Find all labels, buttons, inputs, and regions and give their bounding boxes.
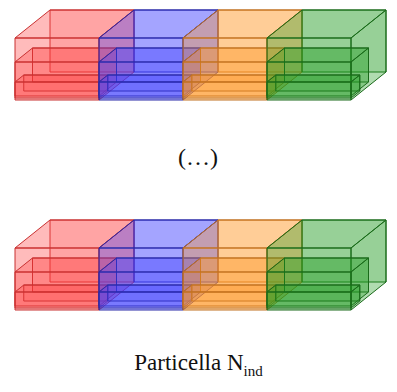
block-face: [99, 82, 183, 98]
block-face: [267, 82, 351, 98]
block-face: [267, 285, 360, 292]
block-face: [267, 75, 360, 82]
block-face: [15, 292, 99, 308]
caption-subscript: ind: [244, 363, 263, 380]
block-face: [183, 248, 267, 310]
particle-caption: Particella Nind: [0, 350, 397, 376]
block-face: [183, 38, 267, 100]
block-face: [15, 38, 99, 100]
block-face: [99, 292, 183, 308]
block-face: [351, 285, 360, 308]
block-face: [351, 75, 360, 98]
block-face: [267, 292, 351, 308]
block-face: [99, 75, 192, 82]
block-face: [99, 285, 192, 292]
block-face: [15, 285, 108, 292]
block-face: [267, 38, 351, 100]
block-face: [183, 285, 276, 292]
caption-text: Particella N: [134, 350, 243, 376]
block-face: [15, 248, 99, 310]
block-face: [183, 292, 267, 308]
block-face: [15, 82, 99, 98]
block-face: [183, 82, 267, 98]
block-face: [183, 75, 276, 82]
block-face: [15, 75, 108, 82]
block-face: [267, 248, 351, 310]
block-face: [99, 248, 183, 310]
particle-row: [15, 10, 386, 100]
ellipsis-label: (…): [178, 144, 218, 171]
block-face: [99, 38, 183, 100]
particle-row: [15, 220, 386, 310]
